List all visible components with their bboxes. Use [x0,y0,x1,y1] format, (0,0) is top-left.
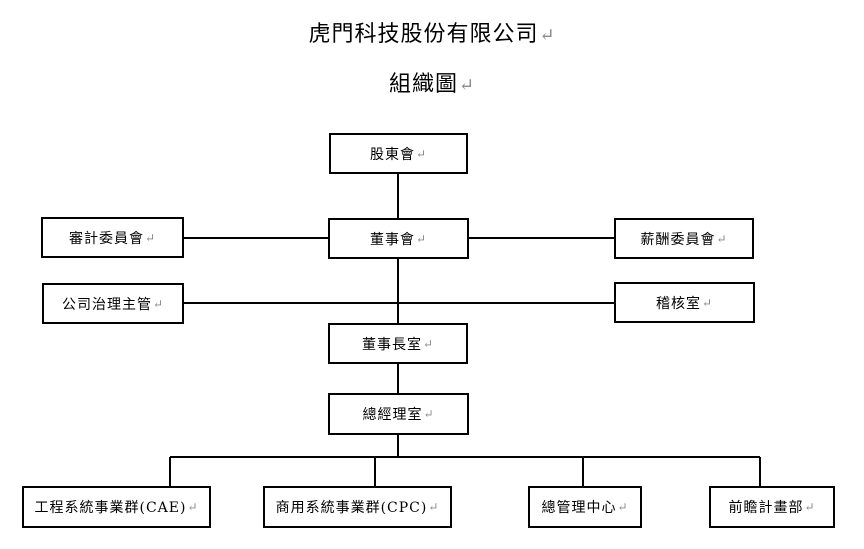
box-label: 前瞻計畫部 [728,500,804,516]
box-label: 公司治理主管 [61,296,152,313]
return-mark-icon: ↵ [187,500,199,514]
audit-committee-box: 審計委員會↵ [41,217,184,258]
company-name: 虎門科技股份有限公司 [308,22,539,47]
box-label: 股東會 [369,146,415,163]
box-label: 總經理室 [362,407,423,423]
box-label: 薪酬委員會 [640,231,716,248]
return-mark-icon: ↵ [415,146,428,161]
engineering-bu-box: 工程系統事業群(CAE)↵ [22,486,211,528]
box-label: 工程系統事業群(CAE) [34,500,187,516]
box-label: 稽核室 [655,295,701,312]
chart-subtitle: 組織圖↵ [0,66,864,98]
box-label: 董事會 [369,231,415,248]
box-label: 董事長室 [361,336,422,353]
subtitle-text: 組織圖 [388,72,458,97]
commercial-bu-box: 商用系統事業群(CPC)↵ [263,486,452,528]
return-mark-icon: ↵ [539,25,556,46]
planning-dept-box: 前瞻計畫部↵ [709,486,835,528]
box-label: 審計委員會 [68,230,144,247]
chairman-office-box: 董事長室↵ [328,323,468,364]
return-mark-icon: ↵ [701,295,714,310]
box-label: 商用系統事業群(CPC) [275,500,428,516]
governance-officer-box: 公司治理主管↵ [42,283,184,324]
return-mark-icon: ↵ [144,230,157,245]
return-mark-icon: ↵ [423,407,435,421]
return-mark-icon: ↵ [804,500,816,514]
board-box: 董事會↵ [328,218,469,259]
return-mark-icon: ↵ [458,75,476,96]
internal-audit-box: 稽核室↵ [614,282,755,323]
president-office-box: 總經理室↵ [328,393,469,435]
management-center-box: 總管理中心↵ [528,486,642,528]
return-mark-icon: ↵ [415,231,428,246]
return-mark-icon: ↵ [428,500,440,514]
compensation-committee-box: 薪酬委員會↵ [614,218,754,259]
return-mark-icon: ↵ [152,296,165,311]
company-title: 虎門科技股份有限公司↵ [0,16,864,48]
return-mark-icon: ↵ [716,231,728,246]
return-mark-icon: ↵ [617,500,629,514]
return-mark-icon: ↵ [422,336,435,351]
box-label: 總管理中心 [541,500,617,516]
shareholders-box: 股東會↵ [329,133,468,174]
